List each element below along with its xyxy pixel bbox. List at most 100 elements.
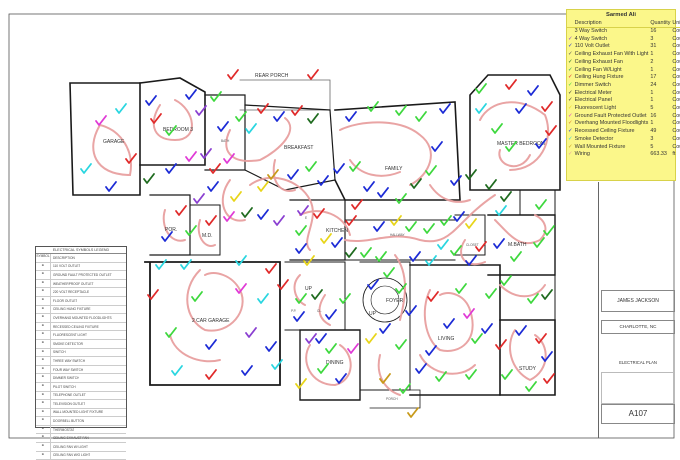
count-check-icon bbox=[505, 141, 517, 152]
count-row-description: Ceiling Exhaust Fan bbox=[574, 58, 623, 65]
symbol-description: THERMOSTAT bbox=[53, 427, 75, 432]
count-check-icon bbox=[425, 345, 437, 356]
count-table-header: Description Quantity Unit bbox=[567, 19, 680, 28]
count-check-icon bbox=[365, 333, 377, 344]
title-block-sheet-number: A107 bbox=[601, 404, 675, 424]
count-row-unit: Count bbox=[672, 128, 680, 135]
count-check-icon bbox=[505, 79, 517, 90]
count-check-icon bbox=[527, 85, 539, 96]
symbol-glyph-icon: ⊕ bbox=[36, 339, 51, 348]
count-row-check: ✓ bbox=[568, 105, 573, 112]
title-block-plan-title: ELECTRICAL PLAN bbox=[619, 360, 657, 365]
count-row-check: ✓ bbox=[568, 135, 573, 142]
room-label-master-bedroom: MASTER BEDROOM bbox=[497, 141, 545, 147]
count-check-icon bbox=[339, 293, 351, 304]
count-row-unit: Count bbox=[672, 135, 680, 142]
count-row: 3 Way Switch16Count bbox=[567, 28, 680, 36]
count-row-description: 3 Way Switch bbox=[574, 28, 608, 34]
count-check-icon bbox=[525, 381, 537, 392]
count-check-icon bbox=[317, 175, 329, 186]
symbols-legend-row: ⊕DIMMER SWITCH bbox=[36, 374, 126, 383]
count-check-icon bbox=[435, 371, 447, 382]
count-row-quantity: 1 bbox=[650, 120, 654, 127]
count-check-icon bbox=[205, 369, 217, 380]
symbols-legend-row: ⊕WALL MOUNTED LIGHT FIXTURE bbox=[36, 408, 126, 418]
count-row-unit: Count bbox=[672, 51, 680, 58]
count-row-check: ✓ bbox=[568, 58, 573, 65]
count-row-description: Dimmer Switch bbox=[574, 81, 611, 88]
count-row-description: Ceiling Exhaust Fan With Light bbox=[574, 51, 649, 58]
count-check-icon bbox=[193, 193, 205, 204]
symbol-description: TELEPHONE OUTLET bbox=[53, 393, 86, 398]
count-row-check: ✓ bbox=[568, 43, 573, 50]
count-check-icon bbox=[379, 373, 391, 384]
count-check-icon bbox=[475, 83, 487, 94]
symbols-legend-row: ⊕RECESSED CEILING FIXTURE bbox=[36, 322, 126, 332]
count-row-quantity: 17 bbox=[650, 74, 657, 81]
room-label-living: LIVING bbox=[438, 336, 455, 342]
count-check-icon bbox=[295, 243, 307, 254]
count-check-icon bbox=[500, 191, 512, 202]
wiring-runs bbox=[92, 99, 550, 396]
room-label-cl: CL. bbox=[317, 309, 322, 313]
room-label-foyer: FOYER bbox=[386, 298, 404, 304]
count-check-icon bbox=[465, 218, 477, 229]
symbols-legend-row: ⊕TELEVISION OUTLET bbox=[36, 400, 126, 409]
count-row: ✓Overhang Mounted Floodlights1Count bbox=[567, 120, 680, 128]
symbol-glyph-icon: ⊕ bbox=[36, 408, 51, 417]
count-check-icon bbox=[347, 343, 359, 354]
room-label-family: FAMILY bbox=[385, 166, 403, 172]
count-row-check: ✓ bbox=[568, 151, 573, 158]
count-row-quantity: 3 bbox=[650, 35, 654, 42]
count-row-check: ✓ bbox=[568, 112, 573, 119]
symbols-legend-row: ⊕GROUND FAULT PROTECTED OUTLET bbox=[36, 271, 126, 280]
count-row-description: Ceiling Hung Fixture bbox=[574, 74, 624, 81]
count-check-icon bbox=[205, 215, 217, 226]
count-row: ✓Smoke Detector3Count bbox=[567, 136, 680, 144]
walls bbox=[69, 74, 561, 409]
count-check-icon bbox=[217, 121, 229, 132]
title-block: JAMES JACKSON CHARLOTTE, NC ELECTRICAL P… bbox=[598, 182, 675, 438]
count-row-check: ✓ bbox=[568, 143, 573, 150]
count-check-icon bbox=[501, 369, 513, 380]
count-check-icon bbox=[265, 263, 277, 274]
count-check-icon bbox=[273, 215, 285, 226]
symbol-description: CEILING FAN W/O LIGHT bbox=[53, 453, 91, 458]
count-check-icon bbox=[500, 275, 512, 286]
count-check-icon bbox=[535, 138, 547, 149]
count-check-icon bbox=[245, 123, 257, 134]
count-row-check bbox=[567, 28, 574, 36]
symbol-description: CEILING FAN W/ LIGHT bbox=[53, 444, 88, 449]
count-check-icon bbox=[495, 339, 507, 350]
count-check-icon bbox=[291, 105, 303, 116]
count-check-icon bbox=[145, 95, 157, 106]
count-check-icon bbox=[543, 225, 555, 236]
symbol-description: WALL MOUNTED LIGHT FIXTURE bbox=[53, 410, 104, 415]
count-table: Description Quantity Unit 3 Way Switch16… bbox=[567, 19, 680, 159]
count-row: ✓Dimmer Switch24Count bbox=[567, 82, 680, 90]
count-row-unit: Count bbox=[672, 112, 680, 119]
count-check-icon bbox=[267, 169, 279, 180]
count-row-check: ✓ bbox=[568, 89, 573, 96]
count-check-icon bbox=[295, 378, 307, 389]
count-check-icon bbox=[465, 255, 477, 266]
count-check-icon bbox=[543, 373, 555, 384]
count-row-description: Electrical Panel bbox=[574, 97, 612, 104]
count-check-icon bbox=[147, 289, 159, 300]
count-check-icon bbox=[437, 239, 449, 250]
symbol-glyph-icon: ⊕ bbox=[36, 434, 51, 443]
symbol-glyph-icon: ⊕ bbox=[36, 288, 51, 296]
count-check-icon bbox=[405, 305, 417, 316]
symbols-legend-row: ⊕110 VOLT OUTLET bbox=[36, 262, 126, 272]
count-row: ✓Electrical Meter1Count bbox=[567, 90, 680, 98]
count-check-icon bbox=[223, 153, 235, 164]
symbol-description: WEATHERPROOF OUTLET bbox=[53, 281, 94, 286]
count-check-icon bbox=[415, 363, 427, 374]
count-row-quantity: 1 bbox=[650, 89, 654, 96]
count-check-icon bbox=[265, 341, 277, 352]
title-block-location: CHARLOTTE, NC bbox=[601, 320, 675, 334]
count-row: ✓Ceiling Exhaust Fan With Light1Count bbox=[567, 51, 680, 59]
count-row-description: Smoke Detector bbox=[574, 135, 614, 142]
count-row-unit: Count bbox=[672, 81, 680, 88]
